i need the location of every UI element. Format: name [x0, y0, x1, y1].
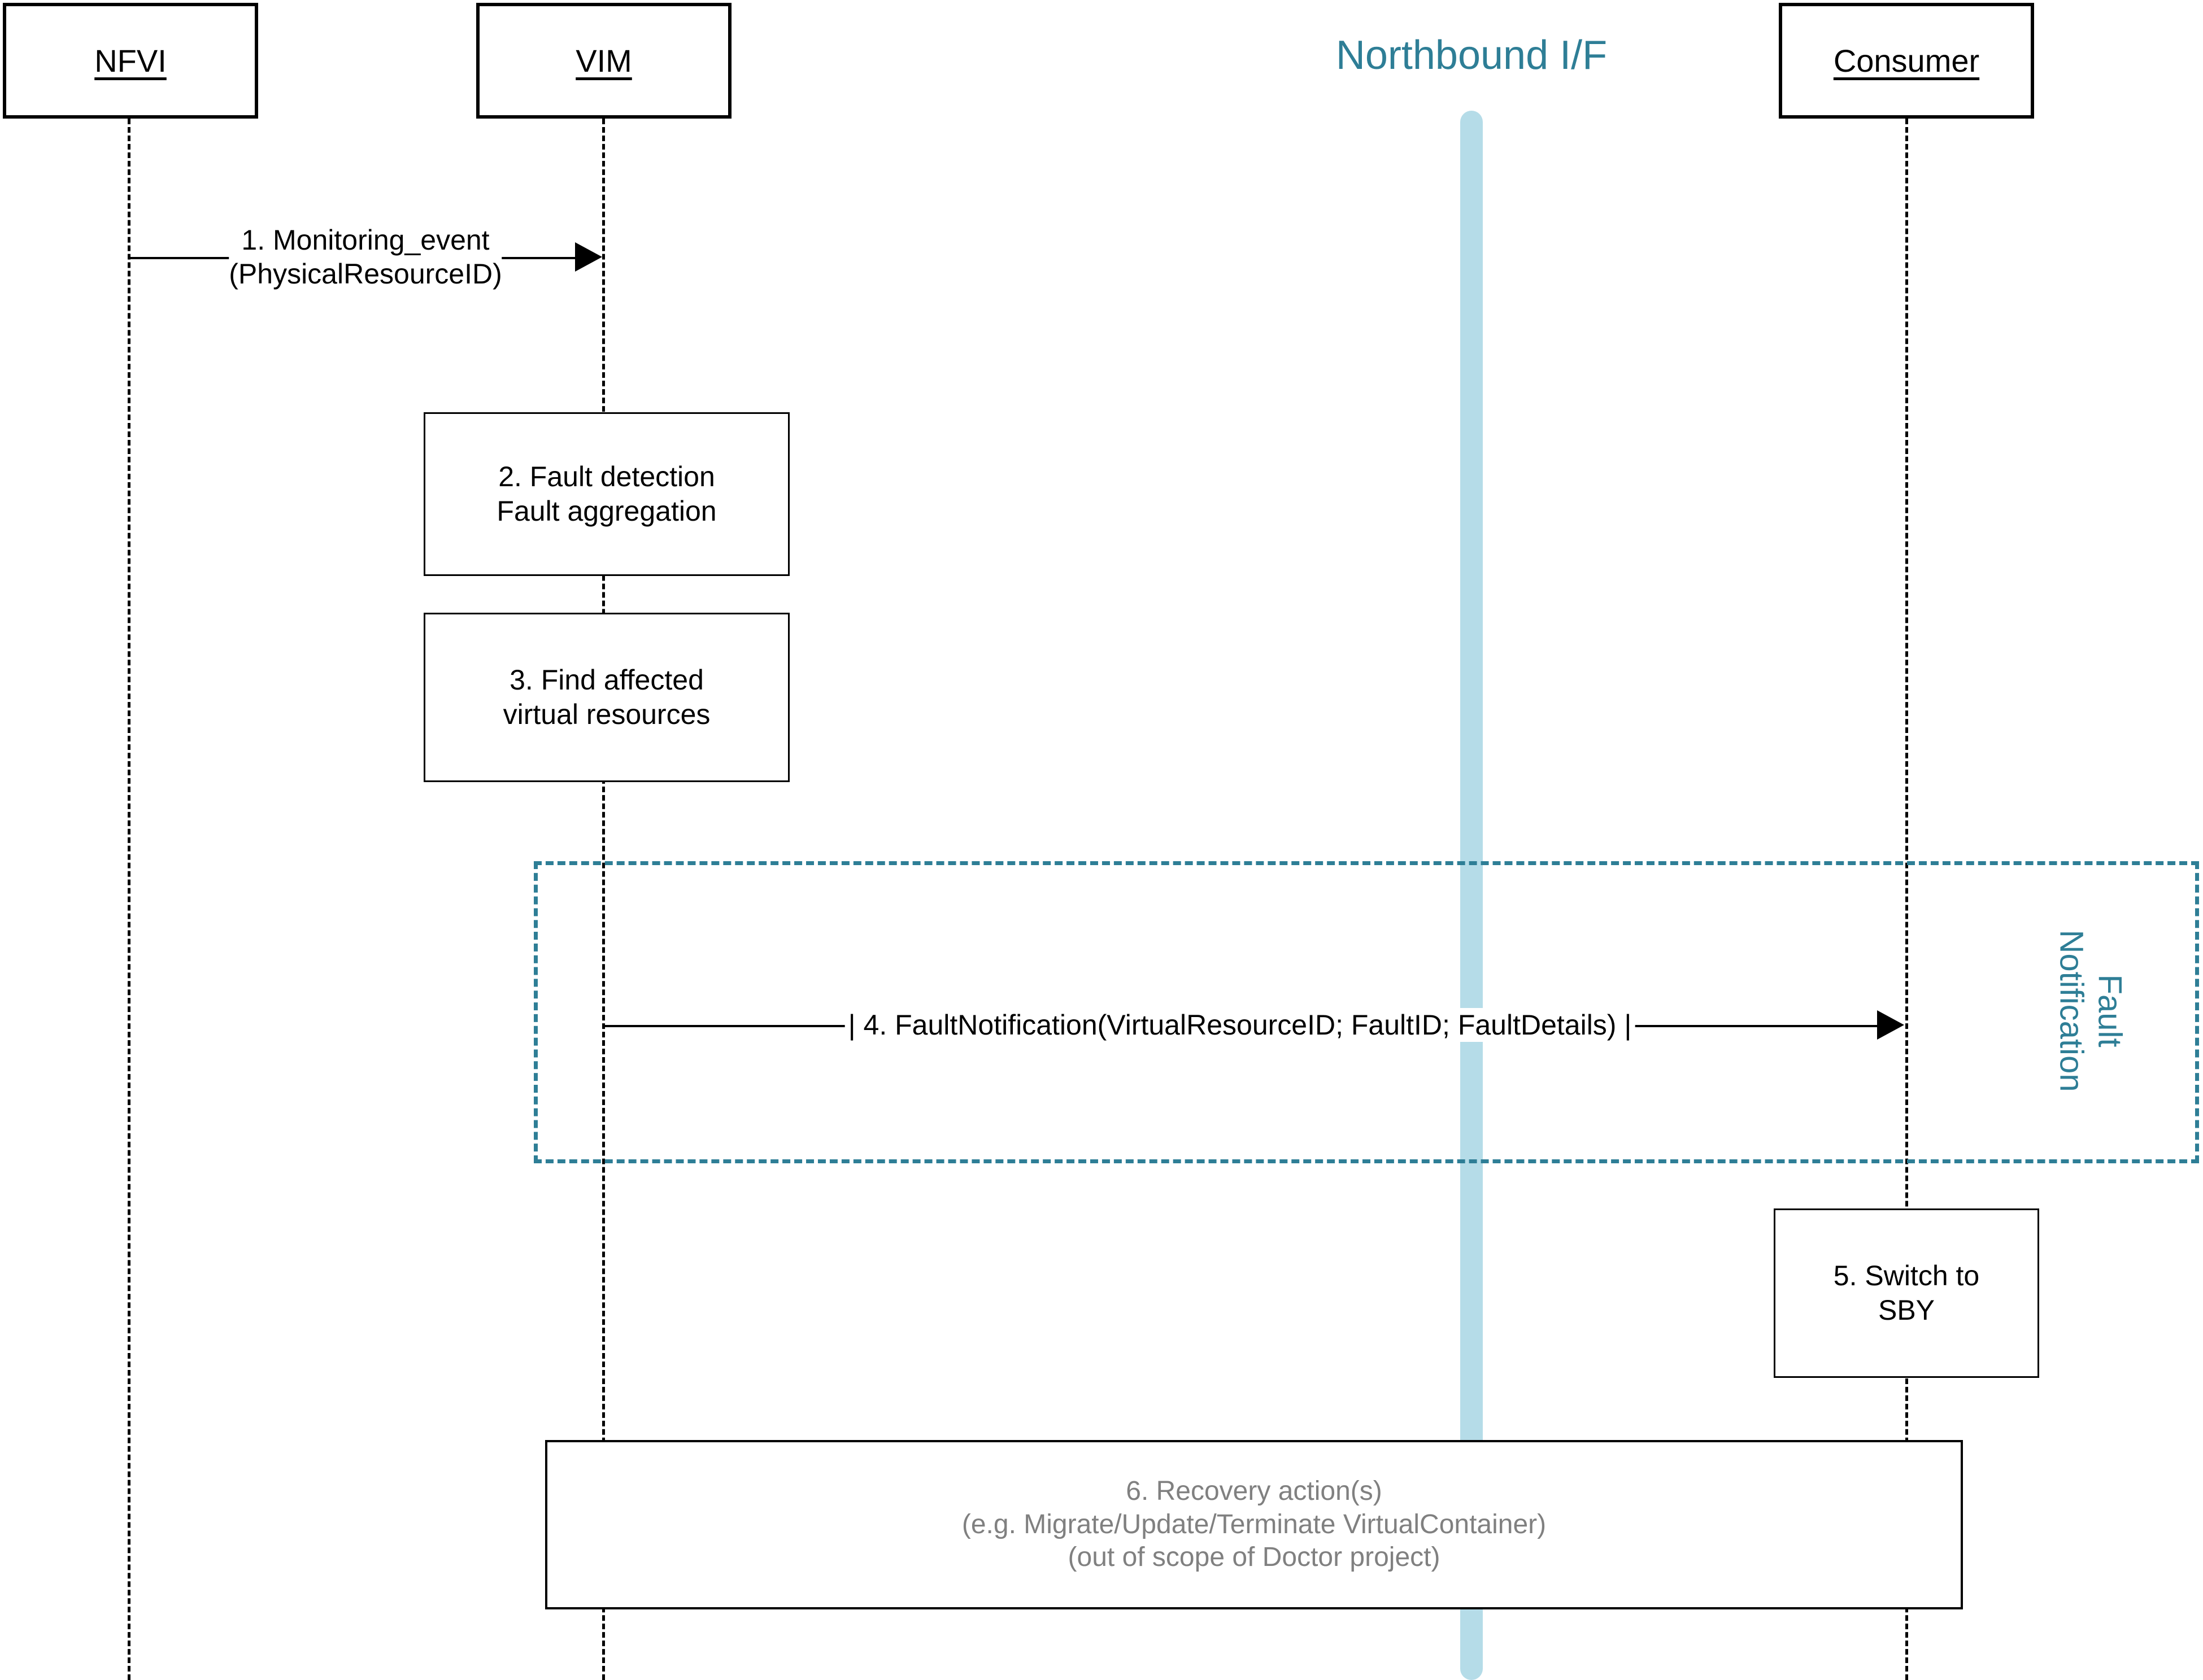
northbound-interface-title: Northbound I/F — [1335, 33, 1608, 78]
message-label-4: | 4. FaultNotification(VirtualResourceID… — [844, 1008, 1635, 1042]
activity-box-switch-to-sby-line1: 5. Switch to — [1833, 1260, 1980, 1291]
activity-box-fault-detection-line2: Fault aggregation — [497, 495, 717, 527]
message-arrowhead-4 — [1877, 1010, 1904, 1040]
activity-box-recovery-actions-line1: 6. Recovery action(s) — [1126, 1476, 1382, 1507]
lifeline-vim — [602, 119, 605, 1680]
message-arrowhead-1 — [575, 242, 602, 272]
fault-notification-fragment — [534, 861, 2199, 1163]
lifeline-nfvi — [128, 119, 130, 1680]
activity-box-fault-detection-line1: 2. Fault detection — [498, 461, 715, 492]
activity-box-switch-to-sby-line2: SBY — [1878, 1294, 1935, 1326]
activity-box-recovery-actions[interactable]: 6. Recovery action(s) (e.g. Migrate/Upda… — [545, 1440, 1963, 1609]
fault-notification-fragment-label-line1: Fault — [2091, 974, 2128, 1048]
participant-label-nfvi: NFVI — [94, 42, 167, 78]
activity-box-find-affected-resources-line2: virtual resources — [503, 699, 711, 730]
participant-label-vim: VIM — [576, 42, 632, 78]
participant-label-consumer: Consumer — [1833, 42, 1980, 78]
message-label-1: 1. Monitoring_event (PhysicalResourceID) — [229, 223, 502, 291]
activity-box-find-affected-resources[interactable]: 3. Find affected virtual resources — [424, 613, 790, 782]
participant-box-vim[interactable]: VIM — [476, 3, 732, 119]
fault-notification-fragment-label: Fault Notification — [2052, 930, 2129, 1092]
activity-box-recovery-actions-line2: (e.g. Migrate/Update/Terminate VirtualCo… — [961, 1509, 1547, 1539]
activity-box-switch-to-sby[interactable]: 5. Switch to SBY — [1774, 1208, 2039, 1378]
activity-box-fault-detection[interactable]: 2. Fault detection Fault aggregation — [424, 412, 790, 576]
lifeline-consumer — [1905, 119, 1908, 1680]
message-label-1-line1: 1. Monitoring_event — [241, 224, 490, 256]
activity-box-recovery-actions-line3: (out of scope of Doctor project) — [1068, 1542, 1440, 1573]
activity-box-find-affected-resources-line1: 3. Find affected — [510, 664, 704, 696]
participant-box-nfvi[interactable]: NFVI — [3, 3, 258, 119]
message-label-1-line2: (PhysicalResourceID) — [229, 258, 502, 290]
participant-box-consumer[interactable]: Consumer — [1779, 3, 2034, 119]
fault-notification-fragment-label-line2: Notification — [2053, 930, 2089, 1092]
northbound-interface-bar — [1460, 111, 1483, 1680]
